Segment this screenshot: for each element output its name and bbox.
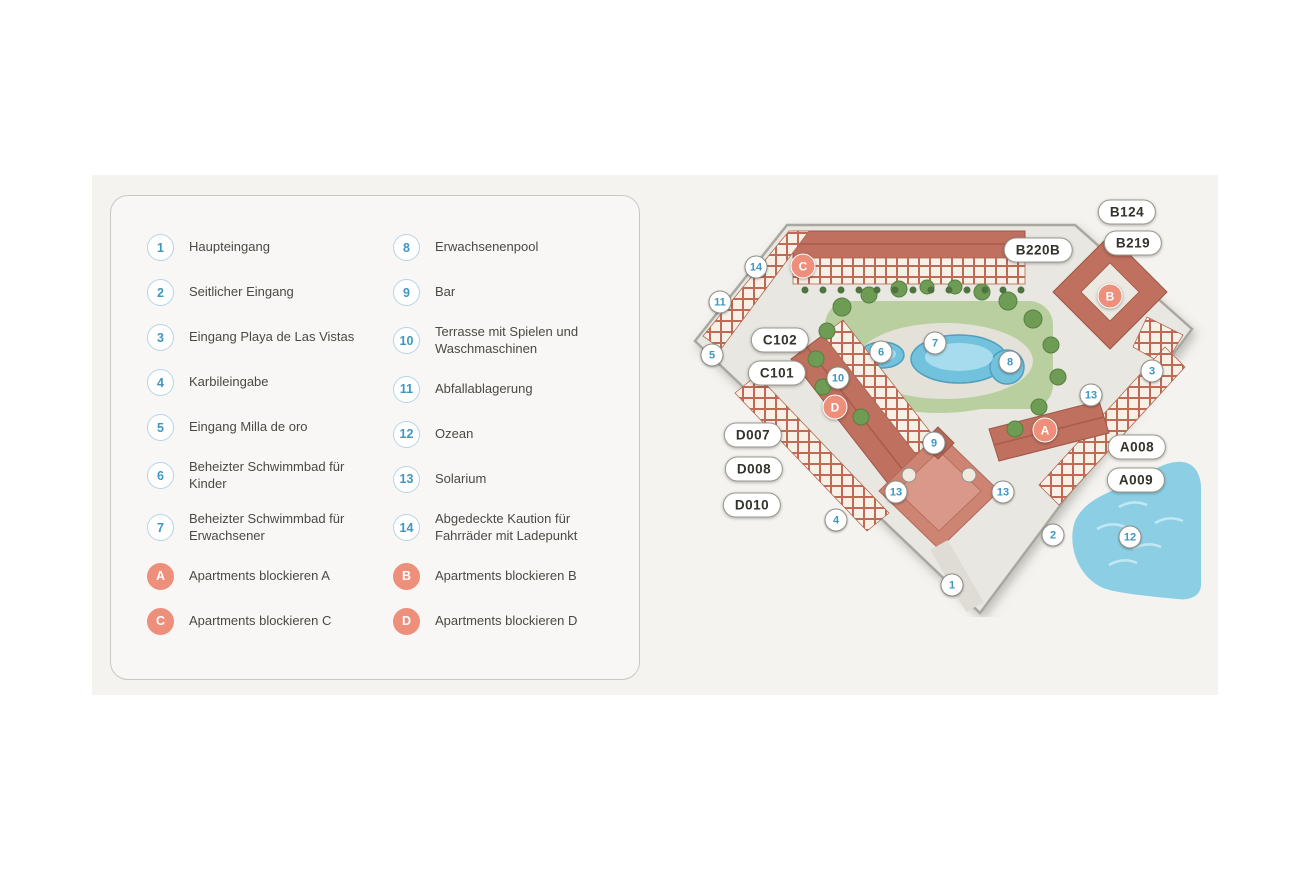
legend-item: 9 Bar bbox=[393, 279, 615, 306]
legend-item: 11 Abfallablagerung bbox=[393, 375, 615, 403]
legend-label: Eingang Milla de oro bbox=[189, 419, 308, 435]
legend-badge-12: 12 bbox=[393, 420, 420, 448]
legend-label: Apartments blockieren B bbox=[435, 567, 577, 583]
legend-label: Abgedeckte Kaution für Fahrräder mit Lad… bbox=[435, 510, 578, 543]
hedge-row bbox=[801, 286, 1025, 294]
unit-pill-C101[interactable]: C101 bbox=[747, 360, 807, 386]
legend-item: 12 Ozean bbox=[393, 420, 615, 448]
unit-pill-D007[interactable]: D007 bbox=[723, 422, 783, 448]
unit-pill-D010[interactable]: D010 bbox=[722, 492, 782, 518]
legend-item: B Apartments blockieren B bbox=[393, 562, 615, 590]
legend-label: Apartments blockieren A bbox=[189, 567, 330, 583]
map-marker-11: 11 bbox=[708, 290, 732, 314]
unit-pill-B124[interactable]: B124 bbox=[1097, 199, 1157, 225]
legend-item: 2 Seitlicher Eingang bbox=[147, 279, 367, 306]
map-overlays: 14 C 11 5 6 7 8 B 3 10 13 D A 9 13 13 4 … bbox=[677, 189, 1222, 617]
legend-badge-13: 13 bbox=[393, 465, 420, 493]
legend-label: Bar bbox=[435, 284, 456, 300]
legend-badge-A: A bbox=[147, 562, 174, 590]
legend-label: Terrasse mit Spielen und Waschmaschinen bbox=[435, 324, 579, 356]
legend-badge-2: 2 bbox=[147, 279, 174, 306]
legend-label: Haupteingang bbox=[189, 239, 270, 255]
legend-card: 1 Haupteingang 2 Seitlicher Eingang 3 Ei… bbox=[110, 195, 640, 680]
legend-label: Solarium bbox=[435, 470, 487, 486]
map-marker-13: 13 bbox=[1079, 383, 1103, 407]
legend-item: 6 Beheizter Schwimmbad für Kinder bbox=[147, 459, 367, 493]
trees bbox=[807, 279, 1067, 438]
map-marker-4: 4 bbox=[824, 508, 848, 532]
legend-badge-9: 9 bbox=[393, 279, 420, 306]
legend-badge-4: 4 bbox=[147, 369, 174, 396]
legend-badge-11: 11 bbox=[393, 375, 420, 403]
legend-label: Beheizter Schwimmbad für Erwachsener bbox=[189, 510, 345, 543]
map-marker-2: 2 bbox=[1041, 523, 1065, 547]
legend-badge-B: B bbox=[393, 562, 420, 590]
legend-item: 4 Karbileingabe bbox=[147, 369, 367, 396]
legend-badge-C: C bbox=[147, 607, 174, 635]
map-marker-5: 5 bbox=[700, 343, 724, 367]
legend-item: 3 Eingang Playa de Las Vistas bbox=[147, 324, 367, 351]
map-marker-13: 13 bbox=[884, 480, 908, 504]
legend-item: A Apartments blockieren A bbox=[147, 562, 367, 590]
legend-label: Beheizter Schwimmbad für Kinder bbox=[189, 459, 345, 491]
legend-badge-6: 6 bbox=[147, 462, 174, 490]
map-illustration bbox=[693, 223, 1201, 615]
legend-label: Ozean bbox=[435, 425, 474, 441]
map-marker-D: D bbox=[822, 394, 848, 420]
legend-badge-7: 7 bbox=[147, 514, 174, 542]
legend-item: 5 Eingang Milla de oro bbox=[147, 414, 367, 441]
legend-badge-8: 8 bbox=[393, 234, 420, 261]
legend-column-2: 8 Erwachsenenpool 9 Bar 10 Terrasse mit … bbox=[393, 234, 615, 649]
map-marker-7: 7 bbox=[923, 331, 947, 355]
building-block-c bbox=[702, 230, 1026, 350]
legend-item: 13 Solarium bbox=[393, 465, 615, 493]
map-marker-14: 14 bbox=[744, 255, 768, 279]
legend-badge-1: 1 bbox=[147, 234, 174, 261]
legend-column-1: 1 Haupteingang 2 Seitlicher Eingang 3 Ei… bbox=[147, 234, 367, 649]
building-west-units bbox=[734, 374, 890, 532]
resort-map: 14 C 11 5 6 7 8 B 3 10 13 D A 9 13 13 4 … bbox=[677, 189, 1222, 617]
legend-item: 8 Erwachsenenpool bbox=[393, 234, 615, 261]
legend-badge-3: 3 bbox=[147, 324, 174, 351]
map-marker-12: 12 bbox=[1118, 525, 1142, 549]
legend-badge-D: D bbox=[393, 607, 420, 635]
legend-item: C Apartments blockieren C bbox=[147, 607, 367, 635]
map-marker-9: 9 bbox=[922, 431, 946, 455]
unit-pill-A009[interactable]: A009 bbox=[1106, 467, 1166, 493]
unit-pill-B220B[interactable]: B220B bbox=[1003, 237, 1073, 263]
content-band: 1 Haupteingang 2 Seitlicher Eingang 3 Ei… bbox=[92, 175, 1218, 695]
legend-badge-14: 14 bbox=[393, 514, 420, 542]
legend-item: 14 Abgedeckte Kaution für Fahrräder mit … bbox=[393, 511, 615, 545]
legend-item: 10 Terrasse mit Spielen und Waschmaschin… bbox=[393, 324, 615, 358]
legend-badge-10: 10 bbox=[393, 327, 420, 355]
legend-label: Erwachsenenpool bbox=[435, 239, 539, 255]
legend-item: 1 Haupteingang bbox=[147, 234, 367, 261]
legend-label: Abfallablagerung bbox=[435, 380, 533, 396]
unit-pill-A008[interactable]: A008 bbox=[1107, 434, 1167, 460]
map-marker-1: 1 bbox=[940, 573, 964, 597]
legend-item: 7 Beheizter Schwimmbad für Erwachsener bbox=[147, 511, 367, 545]
legend-label: Eingang Playa de Las Vistas bbox=[189, 329, 355, 345]
legend-item: D Apartments blockieren D bbox=[393, 607, 615, 635]
legend-badge-5: 5 bbox=[147, 414, 174, 441]
map-marker-C: C bbox=[790, 253, 816, 279]
map-marker-B: B bbox=[1097, 283, 1123, 309]
map-marker-3: 3 bbox=[1140, 359, 1164, 383]
map-marker-6: 6 bbox=[869, 340, 893, 364]
legend-label: Seitlicher Eingang bbox=[189, 284, 294, 300]
legend-label: Apartments blockieren C bbox=[189, 612, 332, 628]
map-marker-A: A bbox=[1032, 417, 1058, 443]
unit-pill-D008[interactable]: D008 bbox=[724, 456, 784, 482]
unit-pill-C102[interactable]: C102 bbox=[750, 327, 810, 353]
legend-label: Apartments blockieren D bbox=[435, 612, 578, 628]
map-marker-13: 13 bbox=[991, 480, 1015, 504]
unit-pill-B219[interactable]: B219 bbox=[1103, 230, 1163, 256]
map-marker-10: 10 bbox=[826, 366, 850, 390]
legend-label: Karbileingabe bbox=[189, 374, 269, 390]
map-marker-8: 8 bbox=[998, 350, 1022, 374]
